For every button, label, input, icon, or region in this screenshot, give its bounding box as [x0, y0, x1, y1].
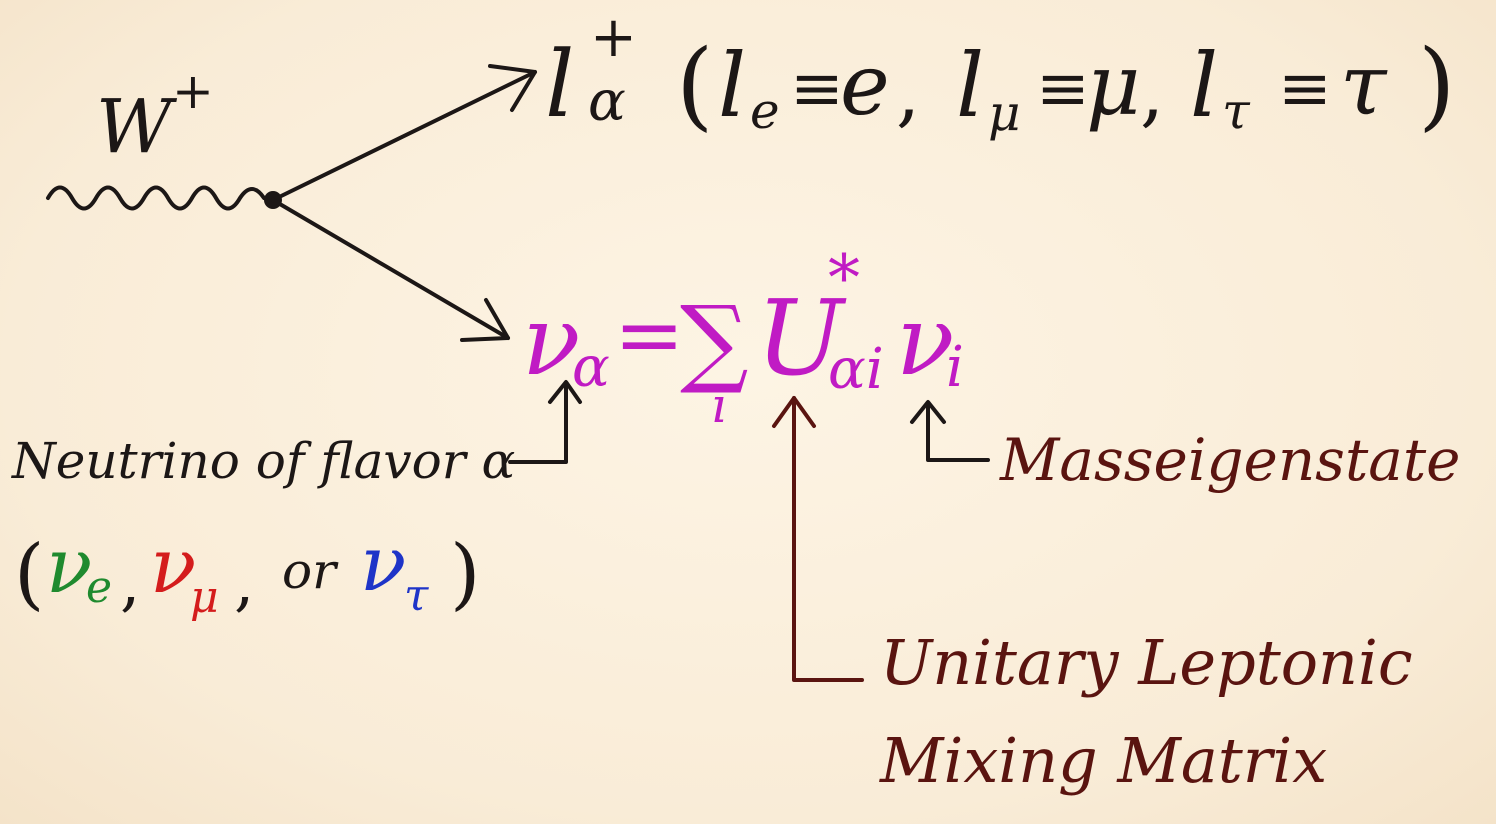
neutrino-line [271, 198, 510, 340]
flavor-sep-1: , [120, 546, 140, 620]
flavor-nu-mu-sub: μ [190, 572, 219, 623]
nu-alpha-symbol: ν [522, 285, 580, 397]
neutrino-flavor-pointer-head [548, 380, 582, 404]
definitions-open-paren: ( [676, 29, 713, 141]
def-e-equiv: ≡ [790, 52, 844, 126]
def-mu-value: μ [1086, 36, 1141, 134]
lepton-line [271, 70, 537, 202]
sum-symbol: ∑ [680, 285, 749, 397]
def-e-sub: e [750, 82, 780, 140]
def-tau-equiv: ≡ [1278, 52, 1332, 126]
flavor-open-paren: ( [14, 529, 44, 619]
matrix-sub: αi [828, 337, 884, 402]
flavor-nu-e-sub: e [86, 562, 112, 613]
definitions-close-paren: ) [1418, 29, 1455, 141]
mass-eigenstate-label: Masseigenstate [999, 426, 1460, 494]
matrix-symbol: U [756, 277, 847, 399]
neutrino-flavor-label: Neutrino of flavor α [11, 432, 515, 490]
flavor-nu-tau: ν [360, 519, 406, 608]
flavor-nu-e: ν [46, 521, 92, 610]
mass-eigenstate-pointer-head [910, 400, 946, 424]
def-tau-value: τ [1340, 36, 1388, 134]
sum-index: i [712, 378, 727, 434]
nu-i-symbol: ν [896, 285, 954, 397]
flavor-close-paren: ) [450, 529, 480, 619]
flavor-list: ( ν e , ν μ , or ν τ ) [14, 519, 480, 623]
mass-eigenstate-pointer [926, 402, 990, 462]
boson-charge: + [172, 62, 214, 120]
lepton-arrowhead [488, 64, 537, 112]
def-e-value: e [840, 36, 890, 134]
lepton-charge: + [590, 5, 637, 70]
def-mu-symbol: l [956, 34, 984, 137]
mixing-matrix-label-line1: Unitary Leptonic [880, 626, 1413, 699]
flavor-sep-2: , [234, 546, 254, 620]
boson-label: W [96, 84, 178, 170]
equation-equals: = [614, 286, 684, 384]
w-boson-propagator [46, 185, 266, 211]
neutrino-arrowhead [460, 298, 510, 342]
mixing-matrix-label-line2: Mixing Matrix [879, 724, 1327, 797]
matrix-conjugate: * [828, 242, 860, 316]
flavor-nu-tau-sub: τ [404, 570, 429, 621]
lepton-expression: l + α ( l e ≡ e , l μ ≡ μ , l τ ≡ τ ) [545, 5, 1455, 142]
flavor-or: or [282, 542, 339, 600]
def-mu-sep: , [1140, 47, 1164, 136]
neutrino-flavor-pointer [508, 382, 568, 464]
mixing-equation: ν α = ∑ i U * αi ν i [522, 242, 964, 434]
def-e-sep: , [896, 47, 920, 136]
def-e-symbol: l [718, 34, 746, 137]
lepton-index: α [588, 69, 626, 134]
def-mu-sub: μ [988, 84, 1021, 142]
def-mu-equiv: ≡ [1036, 52, 1090, 126]
mixing-matrix-pointer-head [772, 396, 816, 428]
nu-i-sub: i [946, 335, 964, 400]
def-tau-sub: τ [1222, 82, 1251, 140]
nu-alpha-sub: α [572, 335, 610, 400]
flavor-nu-mu: ν [150, 521, 196, 610]
lepton-symbol: l [545, 31, 574, 138]
mixing-matrix-pointer [792, 396, 864, 682]
def-tau-symbol: l [1190, 34, 1218, 137]
